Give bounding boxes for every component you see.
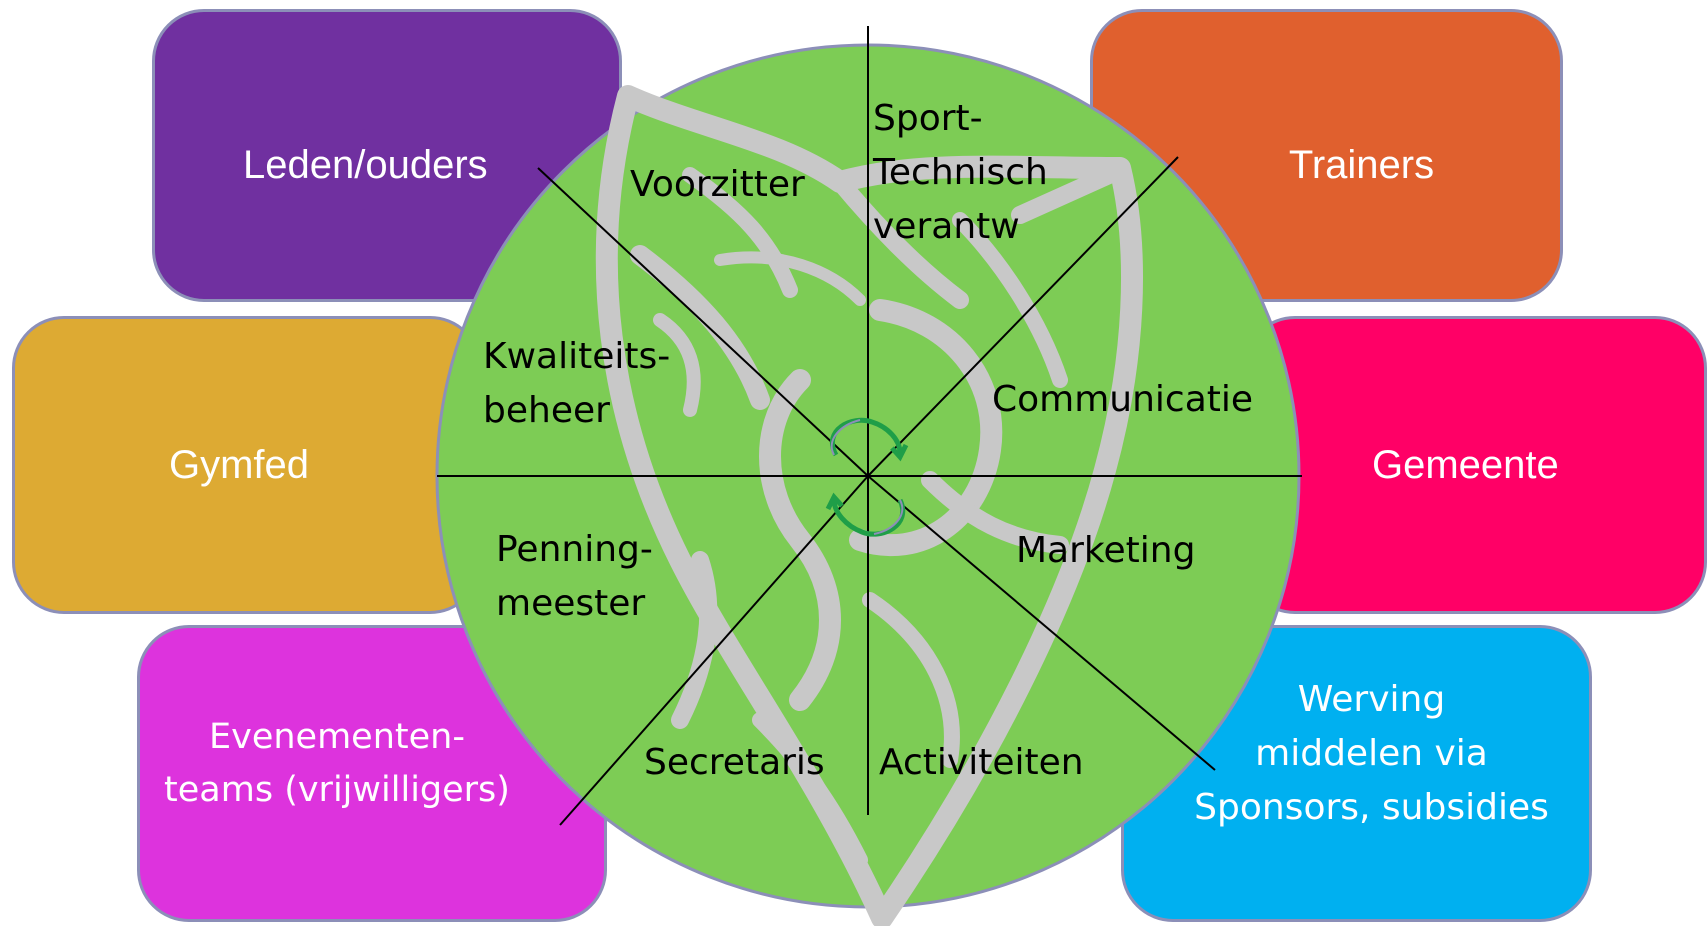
stakeholder-gymfed: Gymfed [12,316,482,614]
stakeholder-label-line: middelen via [1255,732,1488,774]
stakeholder-label: Gymfed [169,443,310,487]
role-label-line: Penning- [496,529,653,570]
stakeholder-label: Leden/ouders [243,143,488,187]
role-communicatie: Communicatie [992,373,1253,427]
stakeholder-label: Trainers [1288,143,1435,187]
role-label: Marketing [1016,530,1196,571]
role-sport-technisch: Sport- Technisch verantw [873,92,1048,254]
role-label-line: beheer [483,390,610,431]
cycle-arrows-icon [825,417,909,537]
wheel-divider-lines [437,26,1302,826]
role-voorzitter: Voorzitter [630,158,805,212]
stakeholder-label-line: teams (vrijwilligers) [164,769,510,810]
stakeholder-label-line: Werving [1297,678,1446,720]
role-secretaris: Secretaris [644,736,825,790]
stakeholder-trainers: Trainers [1090,9,1563,302]
role-label-line: Technisch [873,152,1048,193]
stakeholder-label-line: Evenementen- [209,717,465,757]
role-label: Secretaris [644,742,825,783]
role-activiteiten: Activiteiten [879,736,1084,790]
role-label: Activiteiten [879,742,1084,783]
role-penningmeester: Penning- meester [496,523,653,631]
role-label: Voorzitter [630,164,805,205]
stakeholder-leden-ouders: Leden/ouders [152,9,622,302]
role-kwaliteitsbeheer: Kwaliteits- beheer [483,330,670,438]
stakeholder-label: Gemeente [1372,443,1559,487]
role-label-line: verantw [873,206,1020,247]
role-marketing: Marketing [1016,524,1195,578]
role-label-line: Sport- [873,98,983,139]
stakeholder-label-line: Sponsors, subsidies [1194,786,1549,828]
role-label-line: Kwaliteits- [483,336,671,377]
role-label: Communicatie [992,379,1254,420]
role-label-line: meester [496,583,646,624]
lion-shield-emblem [595,85,1143,926]
